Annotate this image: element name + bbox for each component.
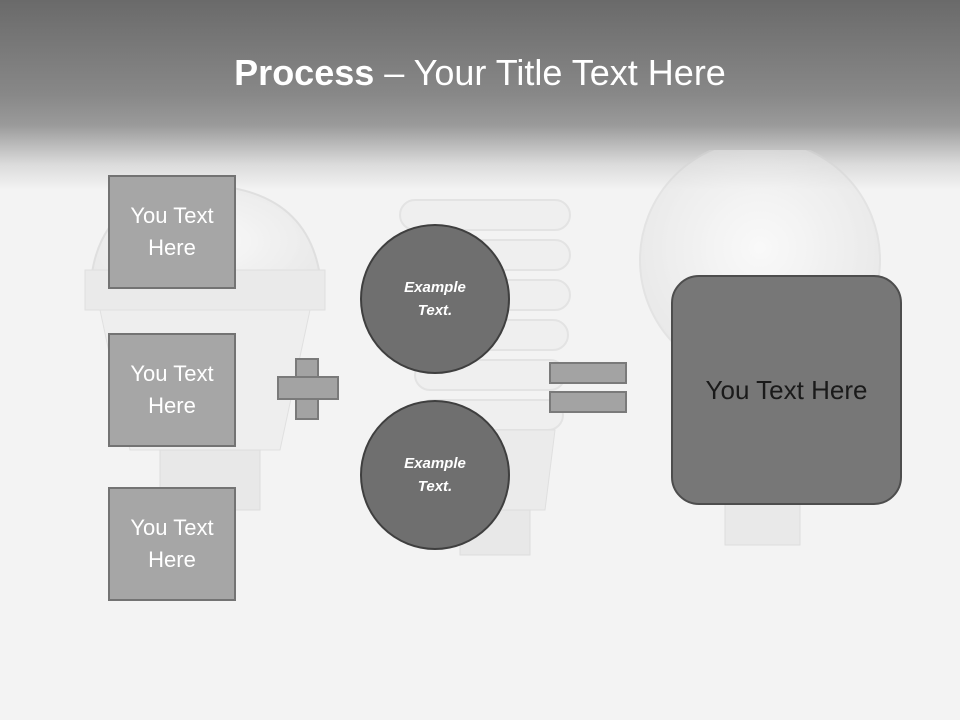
example-circle-label: Example Text. bbox=[404, 279, 466, 319]
example-circle-label: Example Text. bbox=[404, 455, 466, 495]
left-text-box-label: You Text Here bbox=[130, 203, 214, 260]
title-bold: Process bbox=[234, 52, 375, 93]
left-text-box-label: You Text Here bbox=[130, 361, 214, 418]
left-text-box-label: You Text Here bbox=[130, 515, 214, 572]
result-text-box[interactable]: You Text Here bbox=[671, 275, 902, 505]
result-text-label: You Text Here bbox=[705, 374, 868, 405]
title-rest: Your Title Text Here bbox=[413, 52, 726, 93]
example-circle-1[interactable]: Example Text. bbox=[360, 224, 510, 374]
title-dash: – bbox=[374, 52, 414, 93]
example-circle-2[interactable]: Example Text. bbox=[360, 400, 510, 550]
slide-title: Process – Your Title Text Here bbox=[0, 52, 960, 94]
left-text-box-2[interactable]: You Text Here bbox=[108, 333, 236, 447]
left-text-box-3[interactable]: You Text Here bbox=[108, 487, 236, 601]
left-text-box-1[interactable]: You Text Here bbox=[108, 175, 236, 289]
